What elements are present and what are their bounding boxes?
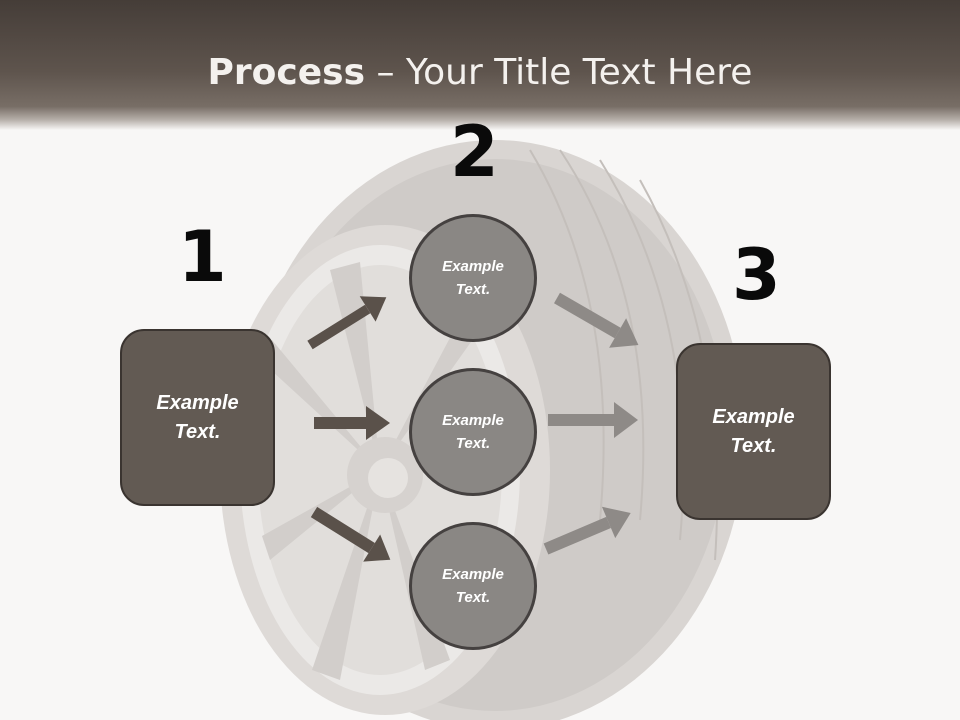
arrow-from-circle-1 xyxy=(554,292,639,348)
arrow-from-circle-3 xyxy=(543,506,631,555)
circle-bottom-text: Example Text. xyxy=(442,566,504,606)
circle-top-text: Example Text. xyxy=(442,258,504,298)
arrow-from-circle-2 xyxy=(548,402,638,438)
title-bold: Process xyxy=(207,52,366,93)
header-bar xyxy=(0,0,960,130)
step-2-circle-bottom: Example Text. xyxy=(409,522,537,650)
arrow-to-circle-2 xyxy=(314,406,390,440)
step-number-3: 3 xyxy=(732,234,781,316)
step-2-circle-top: Example Text. xyxy=(409,214,537,342)
slide-title: Process – Your Title Text Here xyxy=(0,52,960,93)
title-rest: – Your Title Text Here xyxy=(365,52,753,93)
arrow-to-circle-3 xyxy=(310,506,391,562)
circle-middle-text: Example Text. xyxy=(442,412,504,452)
arrow-to-circle-1 xyxy=(307,296,387,350)
step-3-text: Example Text. xyxy=(712,405,795,457)
step-3-box: Example Text. xyxy=(676,343,831,520)
step-2-circle-middle: Example Text. xyxy=(409,368,537,496)
step-number-2: 2 xyxy=(450,111,499,193)
step-number-1: 1 xyxy=(178,216,227,298)
step-1-text: Example Text. xyxy=(156,391,239,443)
step-1-box: Example Text. xyxy=(120,329,275,506)
